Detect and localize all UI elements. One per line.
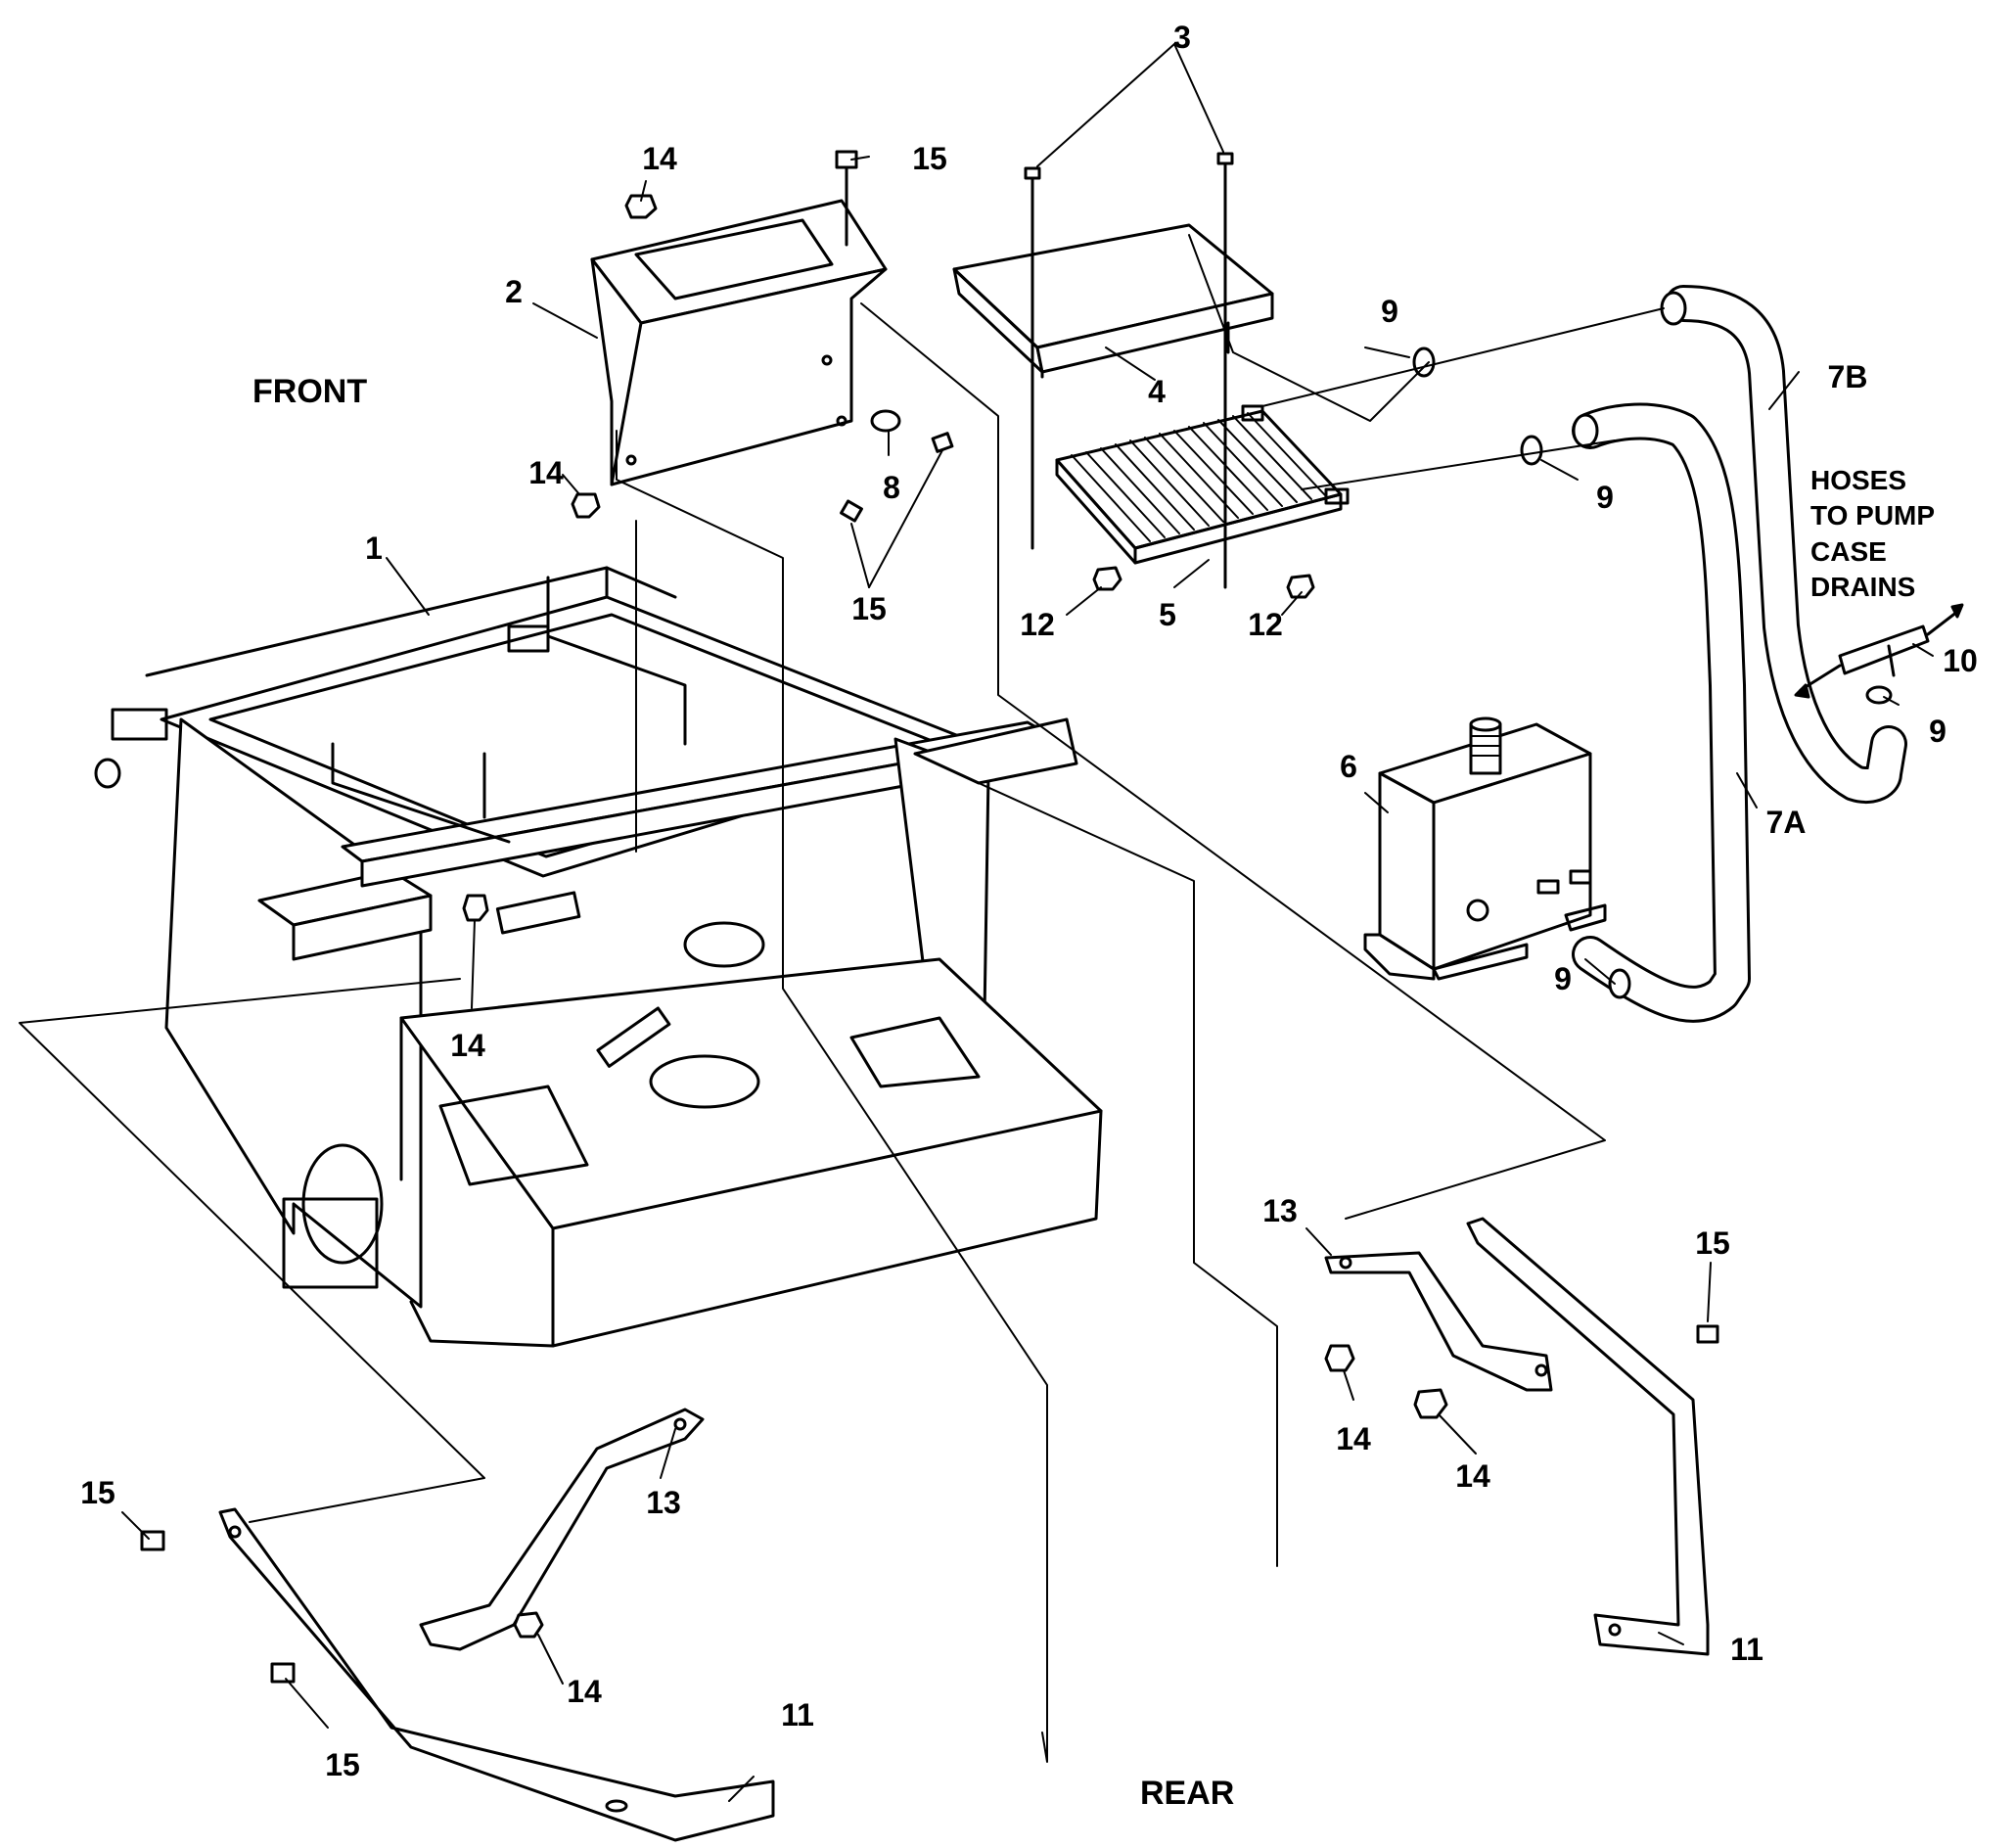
callout-15-bracket-side: 15 (851, 591, 887, 626)
callout-9-reservoir: 9 (1554, 961, 1572, 996)
callout-15-bracket-top: 15 (912, 141, 947, 176)
callout-14-right-strap: 14 (1455, 1458, 1490, 1494)
hoses-note-line-4: DRAINS (1810, 572, 1916, 603)
fasteners (140, 150, 1893, 1684)
callout-7b: 7B (1827, 359, 1868, 394)
callout-12-left: 12 (1020, 607, 1055, 642)
hoses (1572, 285, 1907, 1023)
brace-left (419, 1408, 705, 1651)
mounting-bracket (590, 199, 888, 486)
callout-9-tee: 9 (1929, 714, 1946, 749)
brace-right (1324, 1251, 1553, 1392)
callout-14-frame-side: 14 (450, 1028, 485, 1063)
support-strap-right (1466, 1217, 1710, 1656)
callout-1: 1 (365, 531, 383, 566)
main-frame (94, 566, 1103, 1348)
hoses-note-line-1: HOSES (1810, 465, 1907, 495)
callout-12-right: 12 (1248, 607, 1283, 642)
callout-11-left: 11 (781, 1697, 814, 1732)
callout-11-right: 11 (1730, 1632, 1763, 1667)
callout-14-frame-top: 14 (528, 455, 564, 490)
callout-15-left-lower: 15 (325, 1747, 360, 1782)
front-label: FRONT (252, 373, 368, 410)
callout-15-left-strap: 15 (80, 1475, 115, 1510)
tee-fitting (1794, 603, 1964, 699)
callout-10: 10 (1943, 643, 1978, 678)
oil-cooler (1055, 404, 1350, 565)
callout-14-bracket: 14 (642, 141, 677, 176)
rear-label: REAR (1140, 1775, 1235, 1812)
callout-4: 4 (1148, 374, 1166, 409)
hoses-note: HOSES TO PUMP CASE DRAINS (1810, 463, 1935, 606)
callout-15-right-strap: 15 (1695, 1225, 1730, 1261)
callout-7a: 7A (1765, 805, 1807, 840)
reservoir-tank (1363, 716, 1607, 981)
callout-2: 2 (505, 274, 523, 309)
callout-8: 8 (883, 470, 900, 505)
hoses-note-line-3: CASE (1810, 535, 1887, 567)
callout-9-middle: 9 (1596, 480, 1614, 515)
callout-6: 6 (1340, 749, 1357, 784)
callout-14-left-brace: 14 (567, 1674, 602, 1709)
callout-5: 5 (1159, 597, 1176, 632)
support-strap-left (218, 1507, 775, 1842)
callout-13-right: 13 (1262, 1193, 1298, 1228)
leader-lines (121, 43, 1934, 1802)
guide-lines (19, 234, 1665, 1763)
callout-9-upper: 9 (1381, 294, 1398, 329)
callout-14-right-brace: 14 (1336, 1421, 1371, 1456)
callout-13-left: 13 (646, 1485, 681, 1520)
callout-3: 3 (1173, 20, 1191, 55)
hoses-note-line-2: TO PUMP (1810, 500, 1936, 531)
